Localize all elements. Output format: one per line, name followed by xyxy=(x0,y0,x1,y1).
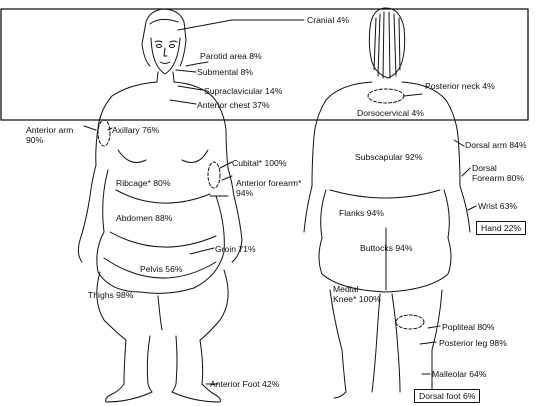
label-parotid-area: Parotid area 8% xyxy=(200,51,262,61)
label-posterior-neck: Posterior neck 4% xyxy=(425,81,495,91)
label-dorsal-arm: Dorsal arm 84% xyxy=(465,140,527,150)
label-flanks: Flanks 94% xyxy=(339,208,384,218)
label-thighs: Thighs 98% xyxy=(88,290,133,300)
label-abdomen: Abdomen 88% xyxy=(116,213,172,223)
label-anterior-forearm: Anterior forearm* 94% xyxy=(236,178,302,198)
label-axillary: Axillary 76% xyxy=(112,125,159,135)
label-ribcage: Ribcage* 80% xyxy=(116,178,170,188)
label-buttocks: Buttocks 94% xyxy=(360,243,413,253)
label-cubital: Cubital* 100% xyxy=(232,158,286,168)
label-anterior-arm: Anterior arm 90% xyxy=(26,125,88,145)
label-supraclavicular: Supraclavicular 14% xyxy=(204,86,282,96)
label-groin: Groin 71% xyxy=(215,244,256,254)
label-dorsocervical: Dorsocervical 4% xyxy=(357,108,424,118)
label-posterior-leg: Posterior leg 98% xyxy=(439,338,507,348)
label-wrist: Wrist 63% xyxy=(478,201,517,211)
label-cranial: Cranial 4% xyxy=(307,15,349,25)
pointer-lines xyxy=(84,20,476,384)
label-anterior-chest: Anterior chest 37% xyxy=(197,100,270,110)
label-popliteal: Popliteal 80% xyxy=(442,322,495,332)
label-medial-knee: Medial Knee* 100% xyxy=(333,284,381,304)
label-dorsal-forearm: Dorsal Forearm 80% xyxy=(472,163,528,183)
label-anterior-foot: Anterior Foot 42% xyxy=(210,379,279,389)
label-subscapular: Subscapular 92% xyxy=(355,152,422,162)
label-dorsal-foot-boxed: Dorsal foot 6% xyxy=(414,389,480,403)
label-submental: Submental 8% xyxy=(197,67,253,77)
label-malleolar: Malleolar 64% xyxy=(432,369,486,379)
label-hand-boxed: Hand 22% xyxy=(476,221,526,235)
label-pelvis: Pelvis 56% xyxy=(140,264,183,274)
